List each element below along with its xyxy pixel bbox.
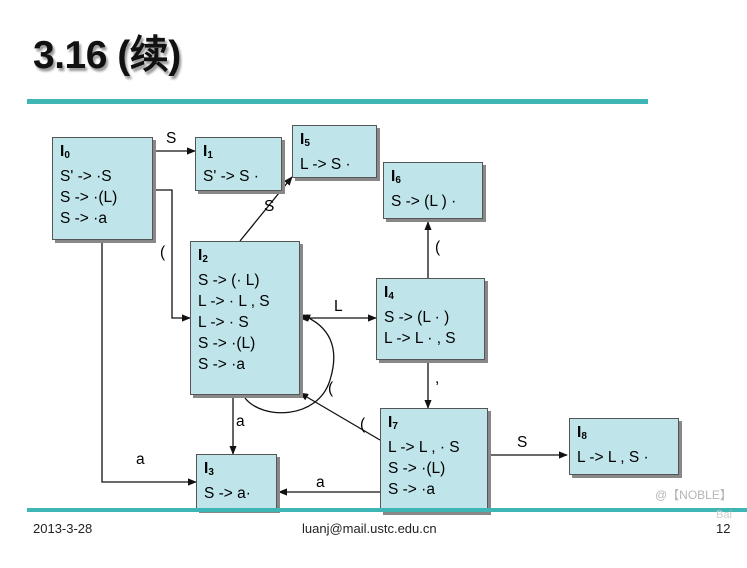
edge-label-I0-I2: (	[160, 244, 166, 261]
state-I4: I4 S -> (L · ) L -> L · , S	[376, 278, 485, 360]
footer-email: luanj@mail.ustc.edu.cn	[302, 521, 437, 536]
edge-label-I4-I6: (	[435, 239, 441, 256]
lr-item: L -> L · , S	[384, 330, 456, 347]
edge-I7-I2	[299, 392, 381, 441]
state-I8: I8 L -> L , S ·	[569, 418, 679, 475]
footer-date: 2013-3-28	[33, 521, 93, 536]
slide-title: 3.16 (续)	[33, 34, 181, 77]
state-I2: I2 S -> (· L) L -> · L , S L -> · S S ->…	[190, 241, 300, 395]
edge-label-I7-I8: S	[517, 434, 528, 451]
lr-item: S -> ·(L)	[60, 189, 118, 206]
state-I3: I3 S -> a·	[196, 454, 277, 510]
lr-item: S -> ·a	[198, 356, 245, 373]
edge-label-I2-I5: S	[264, 198, 275, 215]
edge-label-I2-loop: (	[328, 380, 334, 397]
lr-item: L -> · S	[198, 314, 249, 331]
state-I0: I0 S' -> ·S S -> ·(L) S -> ·a	[52, 137, 153, 240]
lr-item: S -> ·a	[60, 210, 107, 227]
edge-label-I0-I1: S	[166, 130, 177, 147]
lr-item: S' -> S ·	[203, 168, 259, 185]
watermark-logo: Bai	[716, 509, 732, 521]
title-underline	[27, 99, 648, 104]
lr-item: S -> ·(L)	[198, 335, 256, 352]
watermark-text: @【NOBLE】	[655, 488, 732, 502]
state-I7: I7 L -> L , · S S -> ·(L) S -> ·a	[380, 408, 488, 512]
lr-item: S' -> ·S	[60, 168, 112, 185]
state-I6: I6 S -> (L ) ·	[383, 162, 483, 219]
edge-I2-I5	[239, 176, 293, 242]
edge-label-I2-I3: a	[236, 413, 245, 430]
state-I1: I1 S' -> S ·	[195, 137, 282, 191]
footer-page-number: 12	[716, 521, 731, 536]
edge-label-I0-I3: a	[136, 451, 145, 468]
edge-I2-loop	[244, 314, 335, 414]
footer-rule	[27, 508, 747, 512]
lr-item: S -> ·a	[388, 481, 435, 498]
edge-label-I4-I7: ,	[435, 370, 440, 387]
lr-item: L -> S ·	[300, 156, 351, 173]
edge-label-I7-I2: (	[360, 416, 366, 433]
lr-item: S -> (· L)	[198, 272, 260, 289]
state-I5: I5 L -> S ·	[292, 125, 377, 178]
edge-label-I2-I4: L	[334, 298, 343, 315]
edge-I0-I3	[101, 240, 197, 486]
lr-item: L -> L , S ·	[577, 449, 649, 466]
lr-item: L -> L , · S	[388, 439, 460, 456]
lr-item: S -> ·(L)	[388, 460, 446, 477]
edge-label-I7-I3: a	[316, 474, 325, 491]
lr-item: S -> a·	[204, 485, 251, 502]
lr-item: S -> (L · )	[384, 309, 450, 326]
lr-item: L -> · L , S	[198, 293, 270, 310]
edge-I0-I2	[153, 189, 191, 322]
lr-item: S -> (L ) ·	[391, 193, 457, 210]
